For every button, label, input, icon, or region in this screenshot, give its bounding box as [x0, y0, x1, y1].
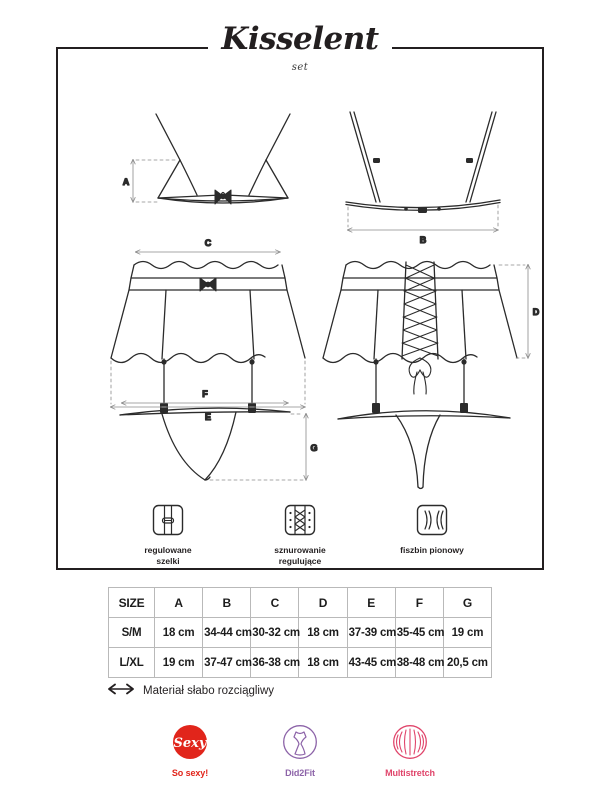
stretch-note: Materiał słabo rozciągliwy — [108, 682, 274, 700]
table-cell: 18 cm — [298, 647, 348, 678]
dimension-label-c: C — [205, 238, 212, 248]
table-cell: 30-32 cm — [250, 617, 300, 648]
table-row: S/M 18 cm 34-44 cm 30-32 cm 18 cm 37-39 … — [108, 617, 493, 648]
stretch-note-text: Materiał słabo rozciągliwy — [143, 685, 275, 697]
brand-block: Kisselent set — [0, 21, 600, 74]
table-header-cell: D — [298, 587, 348, 618]
table-cell: 19 cm — [153, 647, 204, 678]
size-table: SIZE A B C D E F G S/M 18 cm 34-44 cm 30… — [108, 587, 493, 678]
badge-so-sexy: Sexy So sexy! — [148, 722, 232, 778]
skirt-back-hardware — [372, 359, 468, 413]
bra-back-drawing — [345, 111, 501, 211]
bra-bow-icon — [214, 189, 232, 205]
technical-drawings: A — [58, 62, 542, 502]
table-cell: 37-47 cm — [202, 647, 252, 678]
table-cell: 37-39 cm — [346, 617, 396, 648]
skirt-front-drawing — [110, 260, 306, 408]
table-header-row: SIZE A B C D E F G — [108, 587, 493, 618]
table-cell-size: S/M — [108, 617, 155, 648]
badge-label-did2fit: Did2Fit — [285, 768, 315, 778]
brand-badges-row: Sexy So sexy! Did2Fit — [0, 722, 600, 778]
table-header-cell: B — [202, 587, 252, 618]
adjustable-lacing-icon — [246, 500, 354, 540]
feature-label-line1: fiszbin pionowy — [400, 545, 464, 555]
feature-label-line2: regulujące — [278, 555, 322, 566]
table-header-cell: SIZE — [108, 587, 155, 618]
table-header-cell: C — [250, 587, 300, 618]
multistretch-icon — [368, 722, 452, 762]
skirt-bow-icon — [199, 277, 217, 292]
dimension-g — [209, 414, 306, 480]
table-cell: 35-45 cm — [394, 617, 445, 648]
lacing-bow — [408, 357, 432, 395]
frame-border-right — [542, 47, 544, 570]
dimension-e — [111, 360, 305, 407]
badge-did2fit: Did2Fit — [258, 722, 342, 778]
bra-front-drawing — [155, 113, 291, 204]
table-header-cell: F — [394, 587, 444, 618]
frame-border-top-left — [56, 47, 208, 49]
thong-front-drawing — [119, 407, 291, 481]
badge-label-multistretch: Multistretch — [385, 768, 435, 778]
brand-name: Kisselent — [221, 21, 379, 57]
feature-label-line1: regulowane — [144, 545, 192, 555]
feature-label-line2: szelki — [156, 555, 180, 566]
table-cell: 38-48 cm — [394, 647, 445, 678]
frame-border-left — [56, 47, 58, 570]
dimension-label-a: A — [123, 177, 130, 187]
dimension-b — [348, 204, 498, 230]
feature-label-vertical-boning: fiszbin pionowy — [378, 545, 486, 556]
dimension-label-e: E — [205, 412, 211, 422]
thong-back-drawing — [337, 410, 511, 490]
feature-icons-row: regulowane szelki — [58, 500, 542, 566]
adjustable-straps-icon — [114, 500, 222, 540]
table-header-cell: E — [346, 587, 396, 618]
badge-multistretch: Multistretch — [368, 722, 452, 778]
dimension-label-f: F — [202, 389, 208, 399]
feature-label-line1: sznurowanie — [274, 545, 326, 555]
skirt-back-drawing — [322, 260, 518, 408]
table-cell: 34-44 cm — [202, 617, 252, 648]
feature-label-adjustable-lacing: sznurowanie regulujące — [246, 545, 354, 566]
feature-adjustable-straps: regulowane szelki — [114, 500, 222, 566]
bra-back-hardware — [373, 158, 473, 213]
frame-border-top-right — [392, 47, 544, 49]
vertical-boning-icon — [378, 500, 486, 540]
dimension-label-b: B — [420, 235, 427, 245]
feature-vertical-boning: fiszbin pionowy — [378, 500, 486, 566]
brand-subtitle: set — [291, 62, 309, 73]
table-cell-size: L/XL — [108, 647, 155, 678]
feature-adjustable-lacing: sznurowanie regulujące — [246, 500, 354, 566]
table-cell: 36-38 cm — [250, 647, 300, 678]
did2fit-icon — [258, 722, 342, 762]
dimension-label-d: D — [533, 307, 540, 317]
table-header-cell: G — [442, 587, 493, 618]
frame-border-bottom — [56, 568, 544, 570]
dimension-label-g: G — [310, 443, 317, 453]
table-header-cell: A — [153, 587, 204, 618]
table-cell: 20,5 cm — [442, 647, 493, 678]
table-cell: 43-45 cm — [346, 647, 396, 678]
dimension-a — [133, 160, 179, 202]
table-cell: 18 cm — [153, 617, 204, 648]
table-cell: 18 cm — [298, 617, 348, 648]
corset-lacing — [401, 264, 439, 357]
skirt-front-hardware — [160, 359, 256, 413]
badge-label-so-sexy: So sexy! — [171, 768, 209, 778]
table-cell: 19 cm — [442, 617, 493, 648]
table-row: L/XL 19 cm 37-47 cm 36-38 cm 18 cm 43-45… — [108, 647, 493, 678]
svg-text:Sexy: Sexy — [174, 736, 208, 751]
sexy-circle-icon: Sexy — [148, 722, 232, 762]
feature-label-adjustable-straps: regulowane szelki — [114, 545, 222, 566]
dimension-d — [498, 265, 528, 358]
double-arrow-icon — [108, 682, 134, 700]
